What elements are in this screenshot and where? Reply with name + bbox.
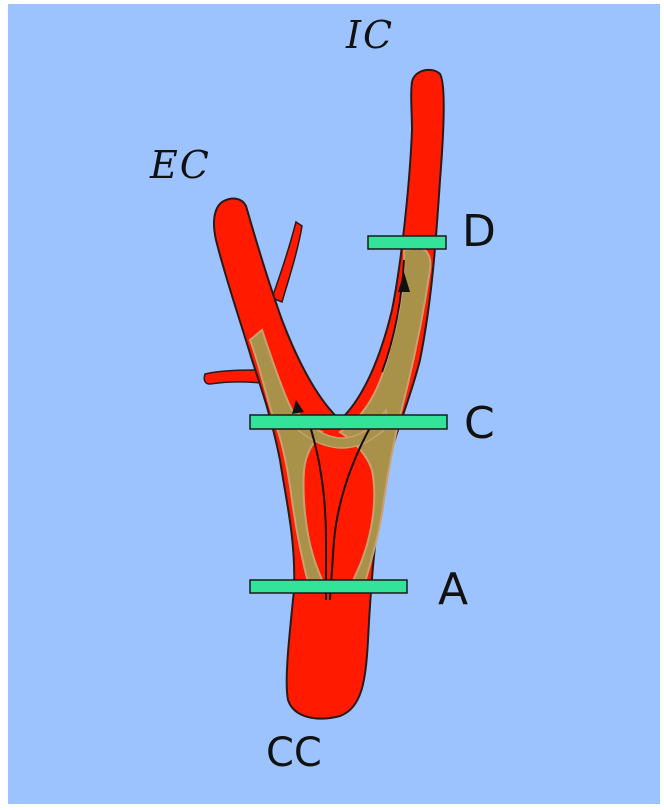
label-common-carotid: CC (266, 730, 322, 776)
label-level-c: C (464, 398, 495, 449)
label-internal-carotid: IC (345, 13, 394, 57)
marker-level-c (250, 415, 447, 429)
marker-level-d (368, 236, 446, 249)
label-level-a: A (438, 564, 468, 615)
label-level-d: D (462, 206, 496, 257)
marker-level-a (250, 580, 407, 593)
label-external-carotid: EC (149, 143, 211, 187)
